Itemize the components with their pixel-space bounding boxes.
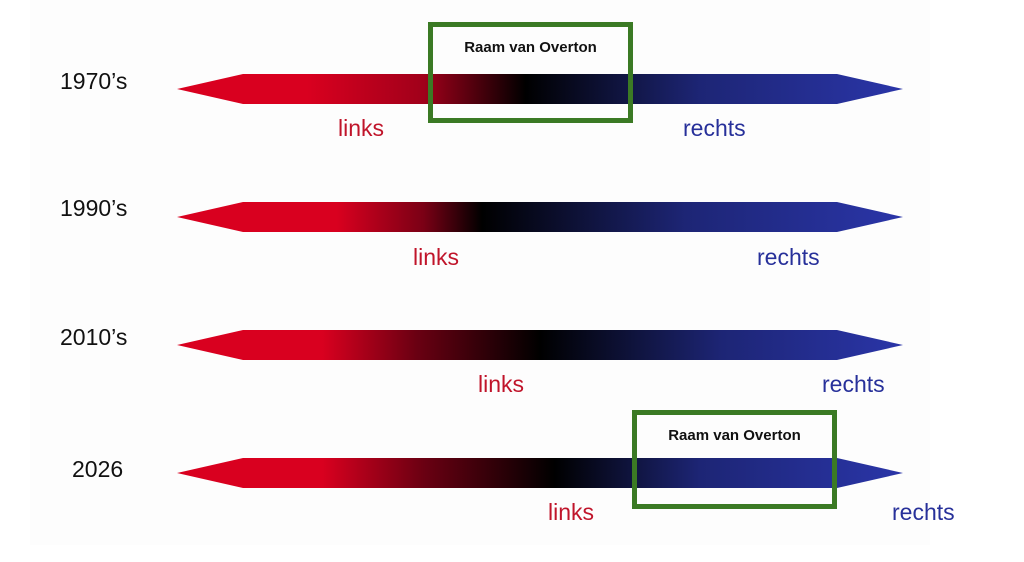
left-label: links [478, 371, 525, 397]
left-label: links [413, 244, 460, 270]
right-label: rechts [757, 244, 820, 270]
year-label: 1990’s [60, 195, 128, 221]
right-label: rechts [683, 115, 746, 141]
overton-window-1970s: Raam van Overton [428, 22, 633, 123]
political-spectrum-arrow [177, 458, 903, 488]
political-spectrum-arrow [177, 74, 903, 104]
political-spectrum-arrow [177, 202, 903, 232]
right-label: rechts [892, 499, 955, 525]
left-label: links [338, 115, 385, 141]
year-label: 2026 [72, 456, 124, 482]
overton-window-label: Raam van Overton [464, 39, 597, 56]
year-label: 2010’s [60, 324, 128, 350]
right-label: rechts [822, 371, 885, 397]
overton-window-2026: Raam van Overton [632, 410, 837, 509]
year-label: 1970’s [60, 68, 128, 94]
overton-window-label: Raam van Overton [668, 427, 801, 444]
political-spectrum-arrow [177, 330, 903, 360]
left-label: links [548, 499, 595, 525]
